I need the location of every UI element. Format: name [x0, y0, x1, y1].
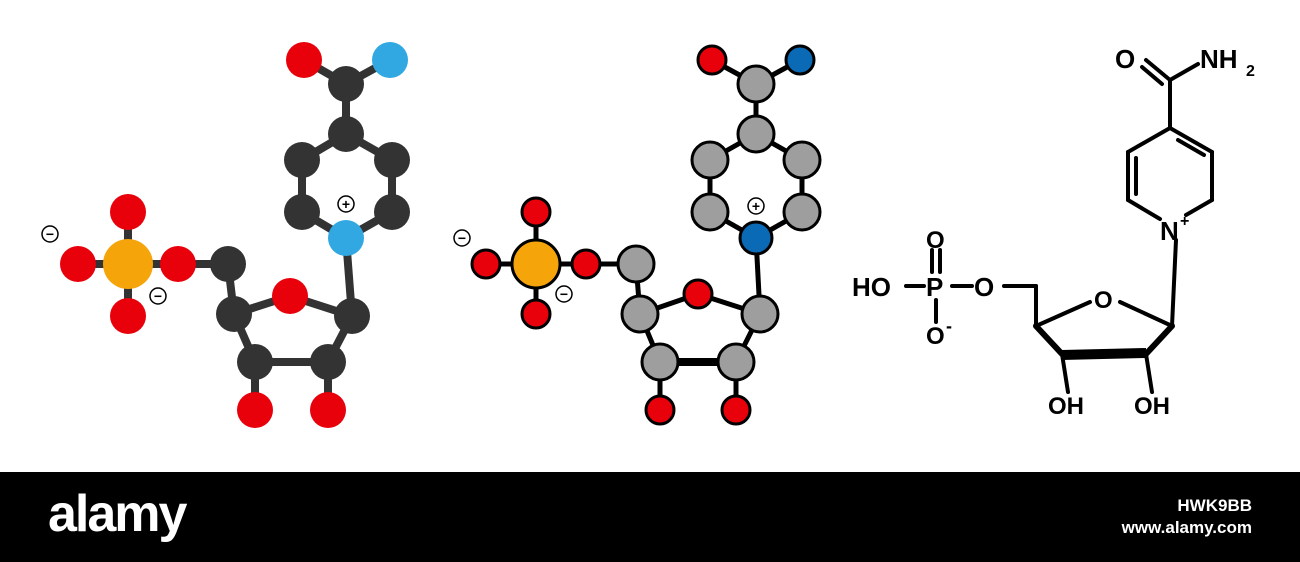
- oxygen-atom: [520, 196, 552, 228]
- charge-minus: −: [149, 287, 167, 305]
- ball-model-colored: + − −: [41, 42, 410, 428]
- oxygen-atom: [696, 44, 728, 76]
- carbon-atom: [736, 64, 776, 104]
- oxygen-atom: [237, 392, 273, 428]
- skeletal-formula: [904, 58, 1214, 394]
- charge-minus: −: [41, 225, 59, 243]
- hydroxyl-label: HO: [852, 272, 891, 302]
- phosphorus-label: P: [926, 272, 943, 302]
- nitrogen-atom: [372, 42, 408, 78]
- carbon-atom: [310, 344, 346, 380]
- site-url: www.alamy.com: [1121, 518, 1252, 537]
- carbon-atom: [374, 194, 410, 230]
- carbon-atom: [616, 244, 656, 284]
- carbon-atom: [237, 344, 273, 380]
- ring-oxygen-label: O: [1094, 287, 1113, 314]
- oxygen-atom: [720, 394, 752, 426]
- watermark-footer: alamy HWK9BB www.alamy.com: [0, 472, 1300, 562]
- amide-oxygen-label: O: [1115, 44, 1135, 74]
- carbon-atom: [782, 192, 822, 232]
- carbon-atom: [284, 142, 320, 178]
- amide-nh-label: NH: [1200, 44, 1238, 74]
- svg-text:−: −: [458, 230, 466, 246]
- carbon-atom: [328, 66, 364, 102]
- carbon-atom: [284, 194, 320, 230]
- svg-text:+: +: [342, 196, 350, 212]
- charge-minus: −: [555, 285, 573, 303]
- skeletal-labels: O NH 2 N + HO P O O - O O OH OH: [852, 44, 1255, 420]
- hydroxyl-left-label: OH: [1048, 393, 1084, 420]
- svg-text:−: −: [560, 286, 568, 302]
- image-id: HWK9BB: [1177, 496, 1252, 515]
- carbon-atom: [216, 296, 252, 332]
- oxygen-atom: [160, 246, 196, 282]
- amide-subscript: 2: [1246, 63, 1255, 80]
- oxygen-atom: [110, 194, 146, 230]
- oxygen-atom: [310, 392, 346, 428]
- phosphate-oxygen-bottom: O: [926, 323, 945, 350]
- oxygen-atom: [272, 278, 308, 314]
- ring-nitrogen-charge: +: [1180, 213, 1189, 230]
- nitrogen-atom: [784, 44, 816, 76]
- carbon-atom: [210, 246, 246, 282]
- carbon-atom: [328, 116, 364, 152]
- oxygen-atom: [470, 248, 502, 280]
- svg-text:+: +: [752, 198, 760, 214]
- charge-plus: +: [747, 197, 765, 215]
- hydroxyl-right-label: OH: [1134, 393, 1170, 420]
- phosphate-oxygen-top: O: [926, 227, 945, 254]
- carbon-atom: [690, 192, 730, 232]
- phosphate-oxygen-charge: -: [946, 316, 952, 336]
- ester-oxygen-label: O: [974, 272, 994, 302]
- oxygen-atom: [110, 298, 146, 334]
- oxygen-atom: [520, 298, 552, 330]
- charge-minus: −: [453, 229, 471, 247]
- molecule-illustration: + − −: [41, 42, 1255, 428]
- carbon-atom: [740, 294, 780, 334]
- nitrogen-atom: [738, 220, 774, 256]
- phosphorus-atom: [103, 239, 153, 289]
- oxygen-atom: [570, 248, 602, 280]
- ball-model-outlined: + − −: [453, 44, 822, 426]
- carbon-atom: [736, 114, 776, 154]
- alamy-logo: alamy: [48, 485, 187, 543]
- carbon-atom: [782, 140, 822, 180]
- carbon-atom: [640, 342, 680, 382]
- ring-nitrogen-label: N: [1160, 216, 1179, 246]
- oxygen-atom: [644, 394, 676, 426]
- charge-plus: +: [337, 195, 355, 213]
- phosphorus-atom: [510, 238, 562, 290]
- nicotinamide-mononucleotide-diagram: + − −: [41, 42, 1255, 428]
- oxygen-atom: [286, 42, 322, 78]
- carbon-atom: [374, 142, 410, 178]
- svg-text:−: −: [154, 288, 162, 304]
- svg-text:−: −: [46, 226, 54, 242]
- oxygen-atom: [682, 278, 714, 310]
- carbon-atom: [690, 140, 730, 180]
- carbon-atom: [620, 294, 660, 334]
- carbon-atom: [716, 342, 756, 382]
- nitrogen-atom: [328, 220, 364, 256]
- oxygen-atom: [60, 246, 96, 282]
- carbon-atom: [334, 298, 370, 334]
